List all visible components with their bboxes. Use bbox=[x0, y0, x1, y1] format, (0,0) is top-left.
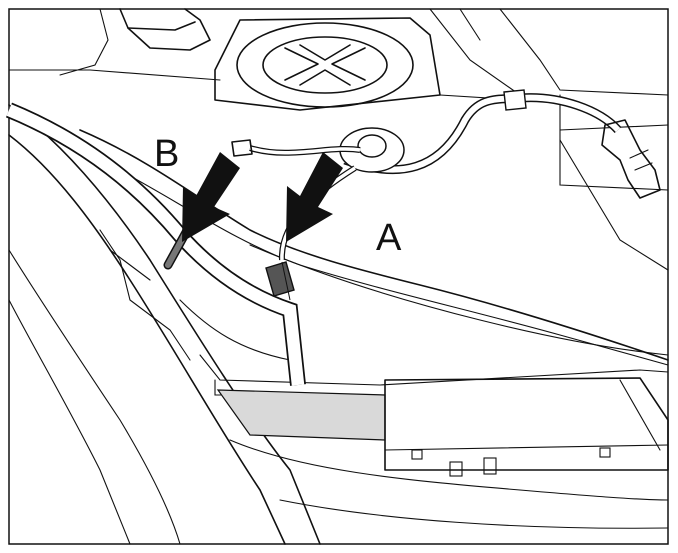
cable-sleeve bbox=[503, 89, 527, 111]
callout-label-b: B bbox=[154, 133, 179, 175]
engine-bay-background bbox=[8, 8, 669, 545]
arrow-b-icon bbox=[182, 152, 240, 242]
arrow-a-icon bbox=[286, 152, 343, 242]
wiring-harness bbox=[5, 89, 661, 386]
callout-arrows bbox=[182, 152, 343, 242]
callout-label-a: A bbox=[376, 217, 402, 259]
